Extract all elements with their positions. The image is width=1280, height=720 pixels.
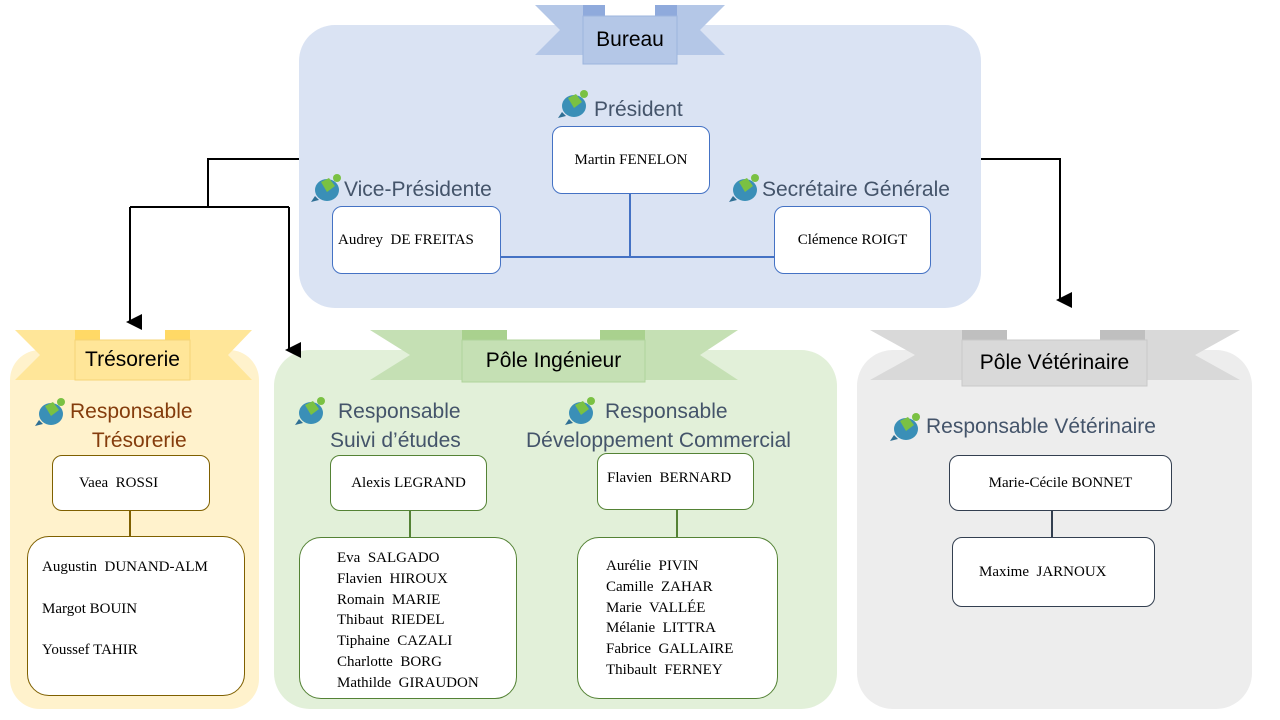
bureau-banner <box>535 5 725 65</box>
tresorerie-role: Responsable Trésorerie <box>70 397 193 455</box>
veterinaire-member-box: Maxime JARNOUX <box>952 537 1155 607</box>
president-role: Président <box>594 98 683 121</box>
list-item: Fabrice GALLAIRE <box>606 641 734 658</box>
right-connector <box>981 158 1072 308</box>
president-name-box: Martin FENELON <box>552 126 710 194</box>
secretaire-name: Clémence ROIGT <box>797 231 908 248</box>
turtle-icon <box>729 174 759 202</box>
list-item: Camille ZAHAR <box>606 578 713 595</box>
secretaire-name-box: Clémence ROIGT <box>774 206 931 274</box>
turtle-icon <box>311 174 341 202</box>
list-item: Flavien HIROUX <box>337 570 448 587</box>
turtle-icon <box>295 397 325 425</box>
commercial-role-line2: Développement Commercial <box>526 429 791 452</box>
turtle-icon <box>565 397 595 425</box>
turtle-icon <box>558 90 588 118</box>
list-item: Thibault FERNEY <box>606 661 723 678</box>
bureau-title: Bureau <box>596 28 664 51</box>
tresorerie-banner <box>15 330 252 381</box>
tresorerie-lead-box: Vaea ROSSI <box>52 455 210 511</box>
suivi-lead-box: Alexis LEGRAND <box>330 455 487 511</box>
turtle-icon <box>890 413 920 441</box>
left-connectors <box>126 158 301 358</box>
vice-presidente-name: Audrey DE FREITAS <box>338 231 474 248</box>
commercial-members-box: Aurélie PIVIN Camille ZAHAR Marie VALLÉE… <box>577 537 778 699</box>
pole-veterinaire-title: Pôle Vétérinaire <box>979 351 1130 374</box>
list-item: Aurélie PIVIN <box>606 558 699 574</box>
tresorerie-role-line1: Responsable <box>70 400 193 423</box>
list-item: Maxime JARNOUX <box>979 563 1107 580</box>
suivi-lead: Alexis LEGRAND <box>351 474 466 491</box>
pole-ingenieur-banner <box>370 330 738 383</box>
list-item: Tiphaine CAZALI <box>337 633 453 650</box>
commercial-lead-box: Flavien BERNARD <box>597 453 754 510</box>
suivi-role-line2: Suivi d’études <box>330 429 461 452</box>
suivi-role-line1: Responsable <box>338 400 461 423</box>
vice-presidente-role: Vice-Présidente <box>344 178 492 201</box>
vice-presidente-name-box: Audrey DE FREITAS <box>332 206 501 274</box>
list-item: Mathilde GIRAUDON <box>337 674 479 691</box>
veterinaire-role: Responsable Vétérinaire <box>926 415 1156 438</box>
turtle-icon <box>35 398 65 426</box>
veterinaire-lead: Marie-Cécile BONNET <box>988 474 1133 491</box>
suivi-members-box: Eva SALGADO Flavien HIROUX Romain MARIE … <box>299 537 517 699</box>
list-item: Youssef TAHIR <box>42 642 138 658</box>
secretaire-role: Secrétaire Générale <box>762 178 950 201</box>
list-item: Charlotte BORG <box>337 653 442 670</box>
list-item: Eva SALGADO <box>337 550 440 566</box>
list-item: Marie VALLÉE <box>606 599 706 616</box>
commercial-role-line1: Responsable <box>605 400 728 423</box>
tresorerie-members-box: Augustin DUNAND-ALM Margot BOUIN Youssef… <box>27 536 245 696</box>
list-item: Thibaut RIEDEL <box>337 612 445 629</box>
commercial-role: Responsable Développement Commercial <box>526 397 791 455</box>
tresorerie-role-line2: Trésorerie <box>91 429 187 452</box>
tresorerie-lead: Vaea ROSSI <box>79 474 159 491</box>
list-item: Margot BOUIN <box>42 600 138 617</box>
tresorerie-title: Trésorerie <box>85 348 180 371</box>
pole-ingenieur-title: Pôle Ingénieur <box>485 349 622 372</box>
commercial-lead: Flavien BERNARD <box>607 470 732 486</box>
bureau-connectors <box>500 193 775 258</box>
president-name: Martin FENELON <box>574 151 688 168</box>
list-item: Romain MARIE <box>337 591 441 608</box>
list-item: Mélanie LITTRA <box>606 620 716 637</box>
veterinaire-lead-box: Marie-Cécile BONNET <box>949 455 1172 511</box>
pole-veterinaire-panel <box>857 350 1252 709</box>
suivi-role: Responsable Suivi d’études <box>330 397 461 455</box>
pole-veterinaire-banner <box>870 330 1240 387</box>
list-item: Augustin DUNAND-ALM <box>42 559 208 575</box>
